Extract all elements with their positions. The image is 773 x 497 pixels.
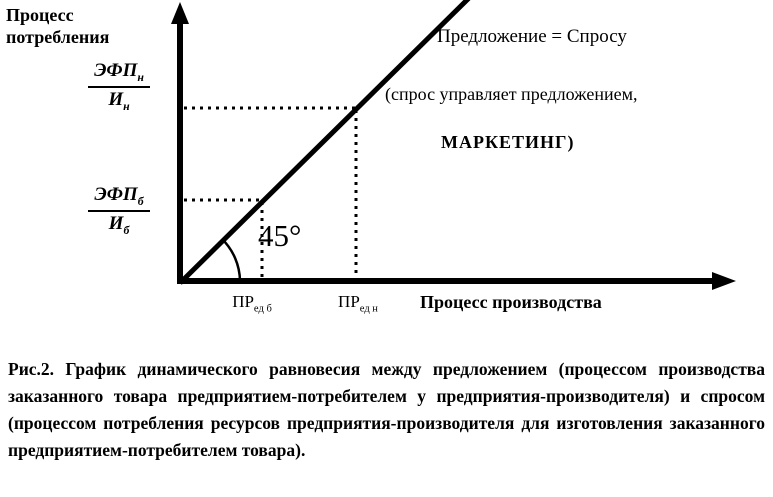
line-label-sub: (спрос управляет предложением, (385, 84, 638, 104)
x-axis-arrowhead (712, 272, 736, 290)
supply-demand-line (178, 0, 471, 285)
y-mark-lower: ЭФПб Иб (86, 184, 152, 238)
y-mark-upper: ЭФПн Ин (86, 60, 152, 114)
y-axis-title: Процесс потребления (6, 5, 110, 47)
line-label-marketing: МАРКЕТИНГ) (441, 132, 575, 152)
x-axis-title: Процесс производства (420, 292, 602, 312)
graph-canvas (171, 0, 736, 290)
y-mark-lower-denominator: Иб (108, 212, 130, 237)
line-label-main: Предложение = Спросу (437, 26, 627, 47)
angle-arc (221, 238, 242, 282)
angle-label: 45° (258, 218, 302, 253)
y-mark-upper-denominator: Ин (108, 88, 130, 113)
x-mark-upper: ПРед н (338, 292, 378, 315)
x-mark-lower: ПРед б (232, 292, 272, 315)
y-mark-lower-numerator: ЭФПб (88, 184, 150, 212)
figure-caption: Рис.2. График динамического равновесия м… (8, 359, 765, 460)
y-axis-arrowhead (171, 2, 189, 24)
y-mark-upper-numerator: ЭФПн (88, 60, 150, 88)
